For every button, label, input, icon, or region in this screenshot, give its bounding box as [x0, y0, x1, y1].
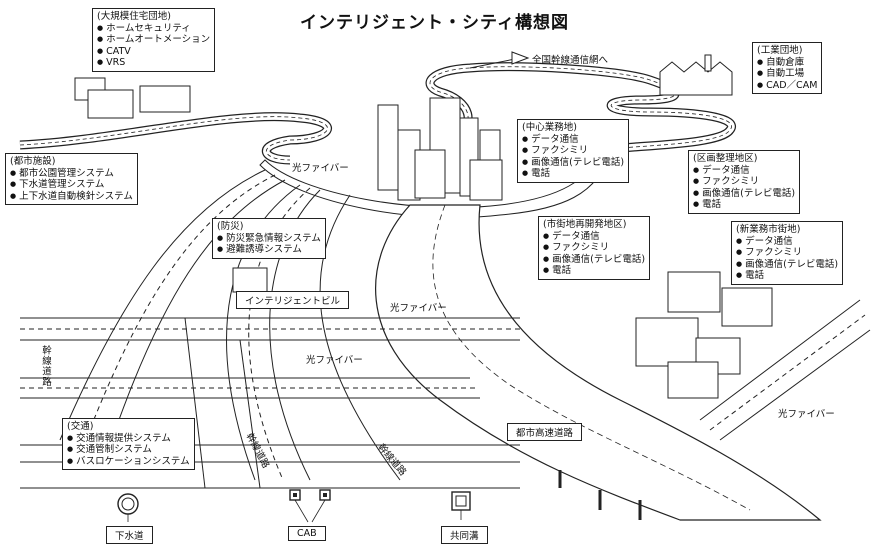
- residential-title: (大規模住宅団地): [97, 11, 171, 22]
- list-item: 電話: [736, 270, 838, 282]
- list-item: 画像通信(テレビ電話): [736, 259, 838, 271]
- list-item: ファクシミリ: [693, 176, 795, 188]
- expressway: [374, 204, 822, 521]
- list-item: 電話: [693, 199, 795, 211]
- list-item: 上下水道自動検針システム: [10, 191, 133, 203]
- industrial-factory: [659, 54, 733, 96]
- intelligent-building: [232, 267, 268, 293]
- list-item: 防災緊急情報システム: [217, 233, 321, 245]
- list-item: データ通信: [522, 134, 624, 146]
- list-item: ファクシミリ: [522, 145, 624, 157]
- list-item: ホームセキュリティ: [97, 23, 210, 35]
- central-business-title: (中心業務地): [522, 122, 577, 133]
- list-item: 電話: [543, 265, 645, 277]
- traffic-title: (交通): [67, 421, 94, 432]
- disaster-title: (防災): [217, 221, 244, 232]
- list-item: CAD／CAM: [757, 80, 817, 92]
- central-buildings: [377, 97, 503, 201]
- optical-fiber-label-center: 光ファイバー: [292, 163, 349, 174]
- redevelopment-title: (市街地再開発地区): [543, 219, 627, 230]
- national-network-label: 全国幹線通信網へ: [532, 55, 609, 66]
- cab-label: CAB: [288, 526, 326, 541]
- sewer-label: 下水道: [106, 526, 153, 544]
- industrial-title: (工業団地): [757, 45, 803, 56]
- list-item: データ通信: [693, 165, 795, 177]
- land-readjustment-title: (区画整理地区): [693, 153, 758, 164]
- industrial-box: (工業団地) 自動倉庫 自動工場 CAD／CAM: [752, 42, 823, 94]
- list-item: ファクシミリ: [543, 242, 645, 254]
- urban-expressway-label: 都市高速道路: [507, 423, 583, 441]
- utility-symbols: [117, 489, 471, 523]
- list-item: 画像通信(テレビ電話): [693, 188, 795, 200]
- urban-facilities-box: (都市施設) 都市公園管理システム 下水道管理システム 上下水道自動検針システム: [5, 153, 138, 205]
- optical-fiber-label-right: 光ファイバー: [778, 409, 835, 420]
- new-business-title: (新業務市街地): [736, 224, 801, 235]
- optical-fiber-label-lower: 光ファイバー: [306, 355, 363, 366]
- land-readjustment-box: (区画整理地区) データ通信 ファクシミリ 画像通信(テレビ電話) 電話: [688, 150, 801, 214]
- list-item: 自動倉庫: [757, 57, 817, 69]
- list-item: 都市公園管理システム: [10, 168, 133, 180]
- fiber-road-west: [19, 112, 332, 165]
- urban-facilities-title: (都市施設): [10, 156, 56, 167]
- new-business-buildings: [635, 271, 773, 399]
- new-business-box: (新業務市街地) データ通信 ファクシミリ 画像通信(テレビ電話) 電話: [731, 221, 844, 285]
- diagram-title: インテリジェント・シティ構想図: [300, 13, 569, 33]
- list-item: バスロケーションシステム: [67, 456, 190, 468]
- list-item: 下水道管理システム: [10, 179, 133, 191]
- traffic-box: (交通) 交通情報提供システム 交通管制システム バスロケーションシステム: [62, 418, 195, 470]
- list-item: 避難誘導システム: [217, 244, 321, 256]
- right-roads: [699, 299, 871, 441]
- disaster-box: (防災) 防災緊急情報システム 避難誘導システム: [212, 218, 326, 259]
- list-item: VRS: [97, 57, 210, 69]
- list-item: 画像通信(テレビ電話): [522, 157, 624, 169]
- list-item: 電話: [522, 168, 624, 180]
- residential-box: (大規模住宅団地) ホームセキュリティ ホームオートメーション CATV VRS: [92, 8, 216, 72]
- list-item: データ通信: [736, 236, 838, 248]
- residential-buildings: [74, 77, 191, 119]
- list-item: 交通管制システム: [67, 444, 190, 456]
- common-duct-label: 共同溝: [441, 526, 488, 544]
- arterial-roads: [59, 169, 401, 481]
- redevelopment-box: (市街地再開発地区) データ通信 ファクシミリ 画像通信(テレビ電話) 電話: [538, 216, 651, 280]
- list-item: ホームオートメーション: [97, 34, 210, 46]
- list-item: データ通信: [543, 231, 645, 243]
- list-item: 画像通信(テレビ電話): [543, 254, 645, 266]
- list-item: ファクシミリ: [736, 247, 838, 259]
- intelligent-building-label: インテリジェントビル: [236, 291, 350, 309]
- central-business-box: (中心業務地) データ通信 ファクシミリ 画像通信(テレビ電話) 電話: [517, 119, 630, 183]
- street-grid: [20, 317, 520, 489]
- optical-fiber-label-mid: 光ファイバー: [390, 303, 447, 314]
- list-item: CATV: [97, 46, 210, 58]
- list-item: 交通情報提供システム: [67, 433, 190, 445]
- list-item: 自動工場: [757, 68, 817, 80]
- arterial-road-label: 幹線道路: [40, 345, 51, 387]
